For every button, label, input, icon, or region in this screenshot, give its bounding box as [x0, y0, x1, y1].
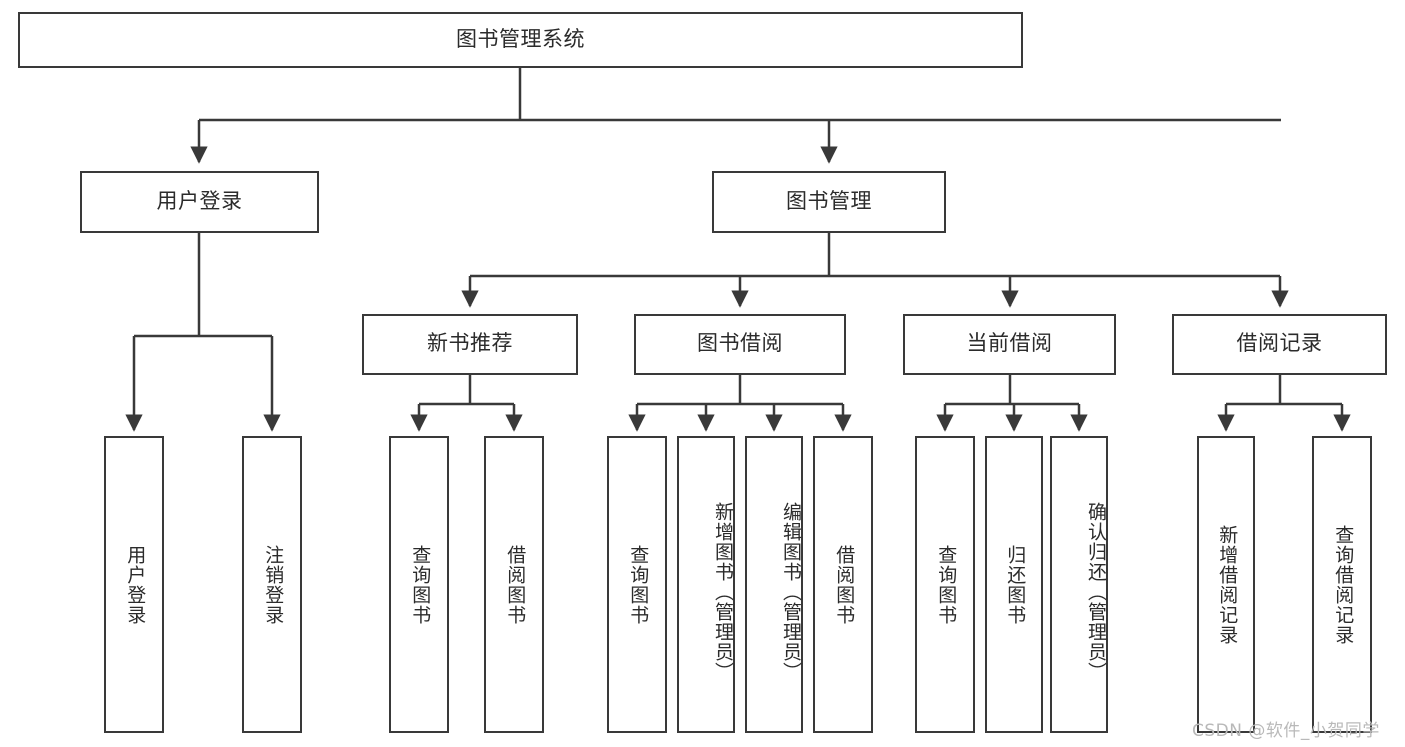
node-user-login[interactable]: 用户登录: [80, 171, 319, 233]
node-book-borrow[interactable]: 图书借阅: [634, 314, 846, 375]
leaf-user-login[interactable]: 用户登录: [104, 436, 164, 733]
leaf-add-book-admin[interactable]: 新增图书（管理员）: [677, 436, 735, 733]
leaf-edit-book-admin[interactable]: 编辑图书（管理员）: [745, 436, 803, 733]
leaf-return-book[interactable]: 归还图书: [985, 436, 1043, 733]
leaf-borrow-book-recommend[interactable]: 借阅图书: [484, 436, 544, 733]
node-book-management[interactable]: 图书管理: [712, 171, 946, 233]
leaf-query-book-recommend[interactable]: 查询图书: [389, 436, 449, 733]
leaf-query-borrow-record[interactable]: 查询借阅记录: [1312, 436, 1372, 733]
leaf-add-borrow-record[interactable]: 新增借阅记录: [1197, 436, 1255, 733]
node-root-system[interactable]: 图书管理系统: [18, 12, 1023, 68]
leaf-confirm-return-admin[interactable]: 确认归还（管理员）: [1050, 436, 1108, 733]
node-new-book-recommend[interactable]: 新书推荐: [362, 314, 578, 375]
node-borrow-record[interactable]: 借阅记录: [1172, 314, 1387, 375]
leaf-logout-login[interactable]: 注销登录: [242, 436, 302, 733]
leaf-query-book-current[interactable]: 查询图书: [915, 436, 975, 733]
csdn-watermark: CSDN @软件_小贺同学: [1192, 721, 1380, 741]
node-current-borrow[interactable]: 当前借阅: [903, 314, 1116, 375]
leaf-borrow-book[interactable]: 借阅图书: [813, 436, 873, 733]
leaf-query-book-borrow[interactable]: 查询图书: [607, 436, 667, 733]
